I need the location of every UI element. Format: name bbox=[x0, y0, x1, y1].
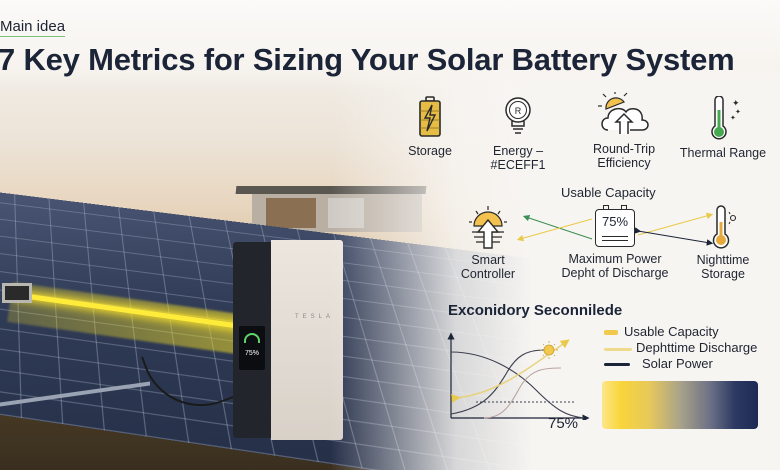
eyebrow-label: Main idea bbox=[0, 18, 66, 37]
legend-label: Dephttime Discharge bbox=[636, 340, 758, 355]
metric-storage-label: Storage bbox=[408, 144, 452, 158]
sun-arrow-icon bbox=[469, 206, 507, 249]
series-curve bbox=[450, 349, 545, 415]
nighttime-storage-label-1: Nighttime bbox=[696, 253, 750, 267]
line-chart bbox=[447, 332, 590, 420]
metric-energy-label-2: #ECEFF1 bbox=[490, 158, 546, 172]
smart-controller-label-1: Smart bbox=[471, 253, 505, 267]
battery-gauge-icon: 75% bbox=[595, 205, 635, 247]
series-depthtime-discharge bbox=[483, 367, 562, 419]
gradient-scale-bar bbox=[602, 381, 758, 429]
battery-gauge-value: 75% bbox=[601, 214, 629, 229]
diagram-title: Usable Capacity bbox=[561, 185, 656, 200]
battery-brand: TESLA bbox=[295, 314, 335, 320]
metric-round-trip-label-2: Efficiency bbox=[597, 156, 651, 170]
metric-energy-label-1: Energy – bbox=[492, 144, 544, 158]
legend-swatch bbox=[604, 348, 632, 351]
metric-thermal-range: ✦ ✦ ✦ Thermal Range bbox=[675, 96, 771, 160]
diagram-connector-arrows bbox=[516, 212, 714, 246]
lightbulb-icon: R bbox=[505, 97, 531, 134]
chart-title: Exconidory Seconnilede bbox=[448, 302, 623, 319]
gauge-icon bbox=[244, 333, 260, 343]
sun-marker-icon bbox=[540, 341, 558, 359]
legend-swatch bbox=[604, 363, 630, 366]
svg-text:✦: ✦ bbox=[730, 114, 736, 122]
chart-value-label: 75% bbox=[548, 415, 579, 432]
legend-label: Solar Power bbox=[642, 356, 713, 371]
battery-display-value: 75% bbox=[244, 350, 259, 357]
metric-round-trip: Round-Trip Efficiency bbox=[588, 92, 660, 170]
thermometer-icon: ✦ ✦ ✦ bbox=[711, 96, 741, 140]
cloud-sun-upload-icon bbox=[598, 92, 649, 134]
nighttime-storage-label-2: Storage bbox=[701, 267, 745, 281]
legend-label: Usable Capacity bbox=[624, 324, 719, 339]
svg-text:✦: ✦ bbox=[735, 108, 741, 116]
metric-thermal-label: Thermal Range bbox=[679, 146, 767, 160]
max-power-label-1: Maximum Power bbox=[568, 252, 662, 266]
diagram-node-smart-controller: Smart Controller bbox=[456, 204, 520, 281]
legend-swatch bbox=[604, 330, 618, 335]
thermometer-icon bbox=[712, 205, 737, 249]
fade-top bbox=[0, 0, 780, 90]
battery-charging-icon bbox=[419, 96, 441, 137]
home-battery: TESLA 75% bbox=[220, 240, 380, 448]
metric-round-trip-label-1: Round-Trip bbox=[592, 142, 656, 156]
diagram-node-nighttime-storage: Nighttime Storage bbox=[688, 204, 758, 281]
battery-display: 75% bbox=[239, 326, 265, 370]
metric-storage: Storage bbox=[404, 96, 456, 158]
page-title: 7 Key Metrics for Sizing Your Solar Batt… bbox=[0, 42, 735, 77]
max-power-label-2: Depht of Discharge bbox=[561, 266, 669, 280]
diagram-node-max-power: 75% Maximum Power Depht of Discharge bbox=[560, 205, 670, 280]
junction-box bbox=[2, 283, 32, 303]
smart-controller-label-2: Controller bbox=[460, 267, 516, 281]
svg-text:R: R bbox=[515, 106, 522, 116]
svg-text:✦: ✦ bbox=[732, 98, 740, 108]
metric-energy: R Energy – #ECEFF1 bbox=[488, 96, 548, 172]
